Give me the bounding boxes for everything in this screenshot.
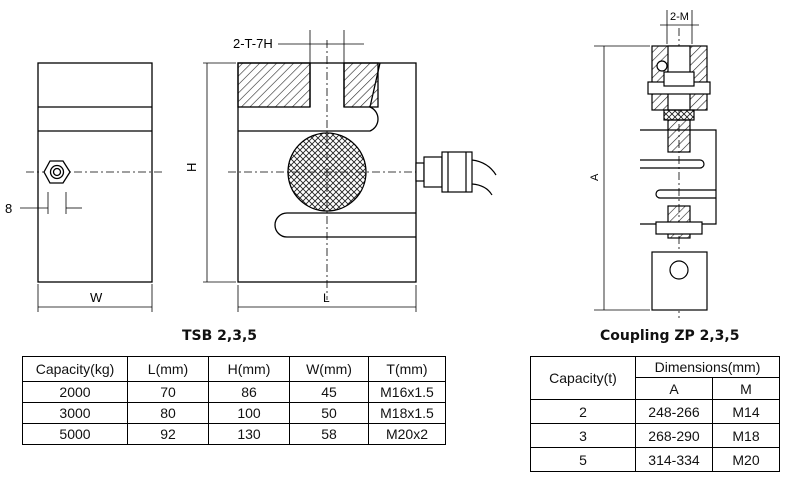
- table-row: 3 268-290 M18: [530, 423, 780, 448]
- header-l: L(mm): [127, 356, 209, 382]
- cell: 100: [208, 402, 290, 424]
- cell: 70: [127, 381, 209, 403]
- cell: 3000: [22, 402, 128, 424]
- strain-gauge-circle: [287, 132, 367, 212]
- cell: 5: [530, 447, 636, 472]
- cell: M14: [712, 399, 780, 424]
- cell: 92: [127, 423, 209, 445]
- table-subheader-row: A M: [531, 377, 780, 400]
- cell: M16x1.5: [368, 381, 446, 403]
- table-row: 2000 70 86 45 M16x1.5: [22, 381, 446, 403]
- cell: M20x2: [368, 423, 446, 445]
- side-view: [20, 62, 164, 312]
- header-dimensions: Dimensions(mm): [635, 356, 780, 378]
- cell: M18x1.5: [368, 402, 446, 424]
- table-header-row: Capacity(t) Dimensions(mm): [530, 356, 780, 400]
- cell: 2000: [22, 381, 128, 403]
- tsb-caption: TSB 2,3,5: [182, 328, 258, 344]
- header-w: W(mm): [289, 356, 369, 382]
- table-row: 3000 80 100 50 M18x1.5: [22, 402, 446, 424]
- table-header-row: Capacity(kg) L(mm) H(mm) W(mm) T(mm): [22, 356, 446, 382]
- cell: 80: [127, 402, 209, 424]
- coupling-caption: Coupling ZP 2,3,5: [600, 328, 740, 344]
- table-row: 2 248-266 M14: [530, 399, 780, 424]
- height-label: H: [184, 163, 199, 172]
- cell: 45: [289, 381, 369, 403]
- cell: 58: [289, 423, 369, 445]
- front-view: [228, 40, 428, 300]
- length-label: L: [323, 291, 330, 305]
- cell: 268-290: [635, 423, 713, 448]
- cell: 5000: [22, 423, 128, 445]
- cell: 3: [530, 423, 636, 448]
- cell: 248-266: [635, 399, 713, 424]
- cell: 50: [289, 402, 369, 424]
- width-label: W: [90, 290, 103, 305]
- cell: M20: [712, 447, 780, 472]
- technical-drawing: 8 W 2-T-7H H L: [5, 10, 717, 318]
- coupling-thread-label: 2-M: [670, 11, 689, 23]
- cable-connector: [415, 151, 497, 196]
- header-capacity: Capacity(t): [530, 356, 636, 400]
- header-h: H(mm): [208, 356, 290, 382]
- cell: 2: [530, 399, 636, 424]
- header-capacity: Capacity(kg): [22, 356, 128, 382]
- table-row: 5 314-334 M20: [530, 447, 780, 472]
- header-t: T(mm): [368, 356, 446, 382]
- thread-label: 2-T-7H: [233, 36, 273, 51]
- coupling-length-label: A: [589, 173, 601, 181]
- coupling-assembly: [640, 28, 717, 318]
- side-offset-label: 8: [5, 201, 12, 216]
- header-m: M: [712, 377, 780, 400]
- tsb-spec-table: Capacity(kg) L(mm) H(mm) W(mm) T(mm) 200…: [22, 356, 446, 445]
- coupling-spec-table: Capacity(t) Dimensions(mm) A M 2 248-266…: [530, 356, 780, 472]
- cell: 314-334: [635, 447, 713, 472]
- cell: 130: [208, 423, 290, 445]
- header-a: A: [635, 377, 713, 400]
- cell: M18: [712, 423, 780, 448]
- table-row: 5000 92 130 58 M20x2: [22, 423, 446, 445]
- cell: 86: [208, 381, 290, 403]
